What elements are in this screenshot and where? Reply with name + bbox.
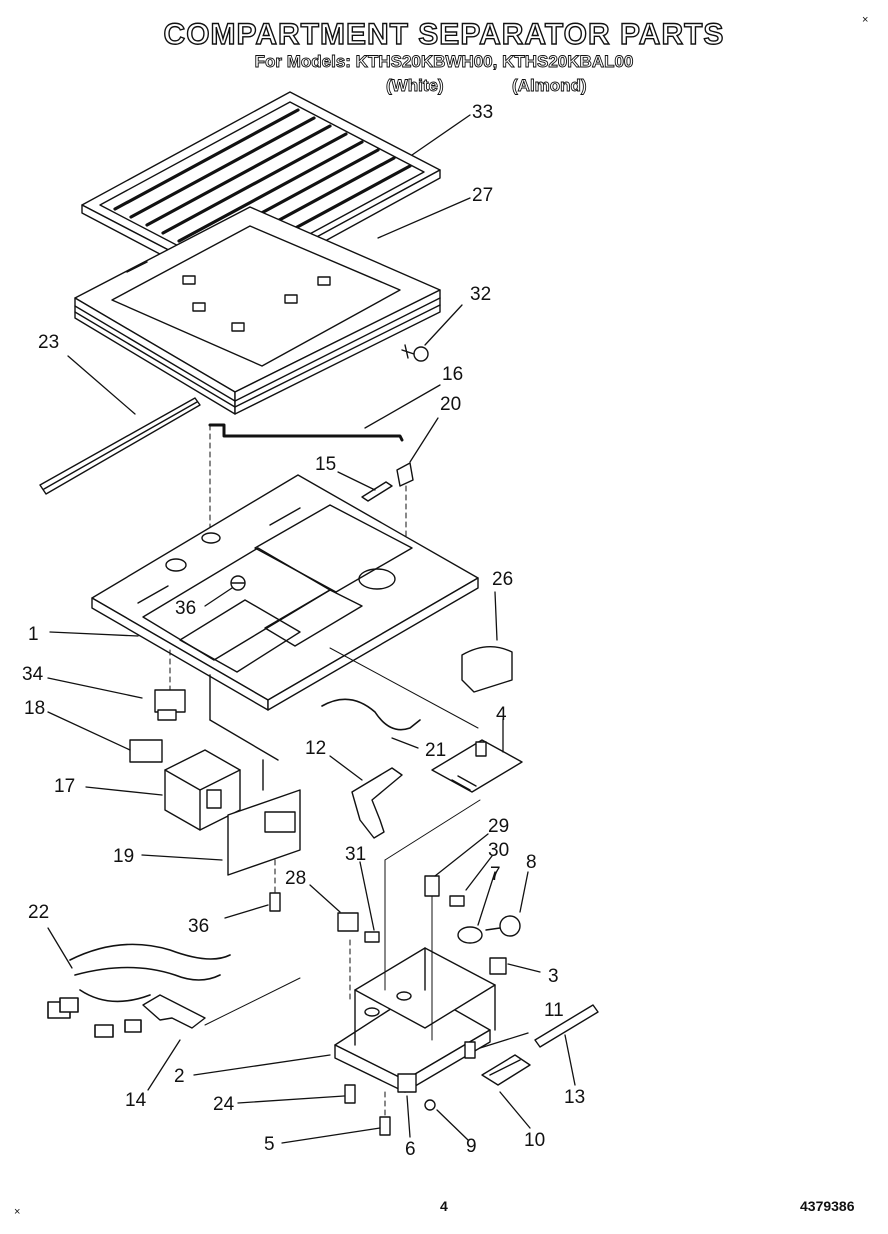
callout-16: 16 (442, 364, 463, 385)
wire-harness-16 (208, 423, 404, 442)
control-board-4 (431, 739, 523, 793)
page-number: 4 (440, 1198, 448, 1214)
callout-19: 19 (113, 846, 134, 867)
callout-36-lower: 36 (188, 916, 209, 937)
trim-strip (39, 397, 201, 495)
callout-13: 13 (564, 1087, 585, 1108)
callout-1: 1 (28, 624, 39, 645)
callout-31: 31 (345, 844, 366, 865)
callout-3: 3 (548, 966, 559, 987)
wiring-harness-22 (47, 943, 231, 1038)
callout-29: 29 (488, 816, 509, 837)
separator-pan (91, 474, 479, 729)
screw-5 (379, 1116, 391, 1136)
screw-24 (344, 1084, 356, 1104)
diagram-title: COMPARTMENT SEPARATOR PARTS (163, 17, 725, 51)
screw-36-lower (269, 859, 281, 912)
clip-20 (396, 462, 414, 487)
rod-13 (534, 1004, 599, 1048)
callout-34: 34 (22, 664, 44, 685)
callout-27: 27 (472, 185, 493, 206)
light-bulb-8 (485, 915, 521, 937)
clip-28 (337, 912, 359, 932)
corner-mark-bottom: × (14, 1206, 21, 1218)
screw-11 (464, 1041, 476, 1059)
control-cover-19 (209, 674, 301, 876)
callout-11: 11 (544, 1000, 564, 1021)
callout-33: 33 (472, 102, 493, 123)
bracket-15 (361, 481, 393, 502)
callout-7: 7 (490, 864, 501, 885)
control-housing-17 (164, 749, 241, 831)
callout-8: 8 (526, 852, 537, 873)
callout-4: 4 (496, 704, 507, 725)
support-arm-12 (351, 767, 403, 839)
callout-28: 28 (285, 868, 306, 889)
bezel-18 (129, 739, 163, 763)
callout-2: 2 (174, 1066, 185, 1087)
callout-20: 20 (440, 394, 461, 415)
callout-6: 6 (405, 1139, 416, 1160)
tape-30 (449, 895, 465, 907)
callout-5: 5 (264, 1134, 275, 1155)
callout-labels: 33 27 32 23 16 20 15 26 36 1 34 18 4 12 … (22, 102, 585, 1160)
callout-18: 18 (24, 698, 45, 719)
hinge-10 (481, 1054, 531, 1086)
callout-24: 24 (213, 1094, 235, 1115)
lamp-socket-7 (457, 926, 483, 944)
callout-15: 15 (315, 454, 336, 475)
callout-14: 14 (125, 1090, 147, 1111)
callout-9: 9 (466, 1136, 477, 1157)
washer-9 (424, 1099, 436, 1111)
document-number: 4379386 (800, 1198, 855, 1214)
corner-mark-top: × (862, 14, 869, 26)
callout-30: 30 (488, 840, 509, 861)
duct-cover-26 (461, 646, 513, 693)
callout-22: 22 (28, 902, 49, 923)
variant-white-label: (White) (386, 76, 444, 96)
screw-36-upper (230, 575, 246, 591)
leader-lines (47, 114, 576, 1144)
callout-10: 10 (524, 1130, 545, 1151)
tape-31 (364, 931, 380, 943)
model-numbers: For Models: KTHS20KBWH00, KTHS20KBAL00 (254, 52, 634, 72)
variant-almond-label: (Almond) (512, 76, 587, 96)
callout-21: 21 (425, 740, 446, 761)
bracket-29 (424, 875, 440, 897)
callout-12: 12 (305, 738, 326, 759)
callout-26: 26 (492, 569, 513, 590)
bracket-14 (142, 994, 206, 1029)
plug-32 (401, 344, 429, 362)
callout-17: 17 (54, 776, 75, 797)
separator-frame (74, 206, 441, 415)
callout-23: 23 (38, 332, 59, 353)
callout-32: 32 (470, 284, 491, 305)
switch-3 (489, 957, 507, 975)
bumper-6 (397, 1073, 417, 1093)
callout-36-upper: 36 (175, 598, 196, 619)
thermistor-21 (321, 698, 421, 731)
thermostat-34 (154, 649, 186, 721)
